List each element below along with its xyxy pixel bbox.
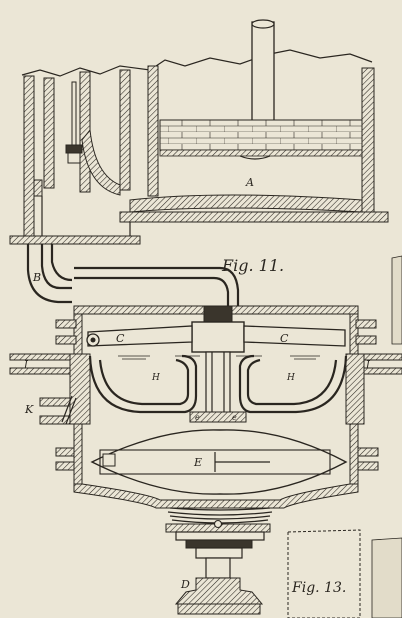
apparatus [9, 305, 402, 615]
fig13-caption: Fig. 13. [291, 580, 346, 596]
label-h-right: H [286, 373, 295, 383]
label-i-left: I [23, 360, 29, 371]
pipe-b [26, 244, 240, 308]
fig11-caption: Fig. 11. [221, 256, 284, 275]
label-e: E [193, 456, 202, 469]
label-k: K [24, 403, 34, 416]
label-e-small-left: e [195, 413, 200, 422]
label-c-left: C [116, 332, 125, 345]
label-c-right: C [280, 332, 289, 345]
label-a: A [245, 176, 254, 189]
fig13-fragment [287, 255, 402, 618]
label-i-right: I [365, 360, 371, 371]
label-h-left: H [151, 373, 160, 383]
spring-coil [165, 507, 273, 533]
furnace-a [9, 19, 389, 245]
label-d: D [180, 578, 190, 591]
label-e-small-right: e [232, 413, 237, 422]
label-b: B [32, 271, 41, 284]
